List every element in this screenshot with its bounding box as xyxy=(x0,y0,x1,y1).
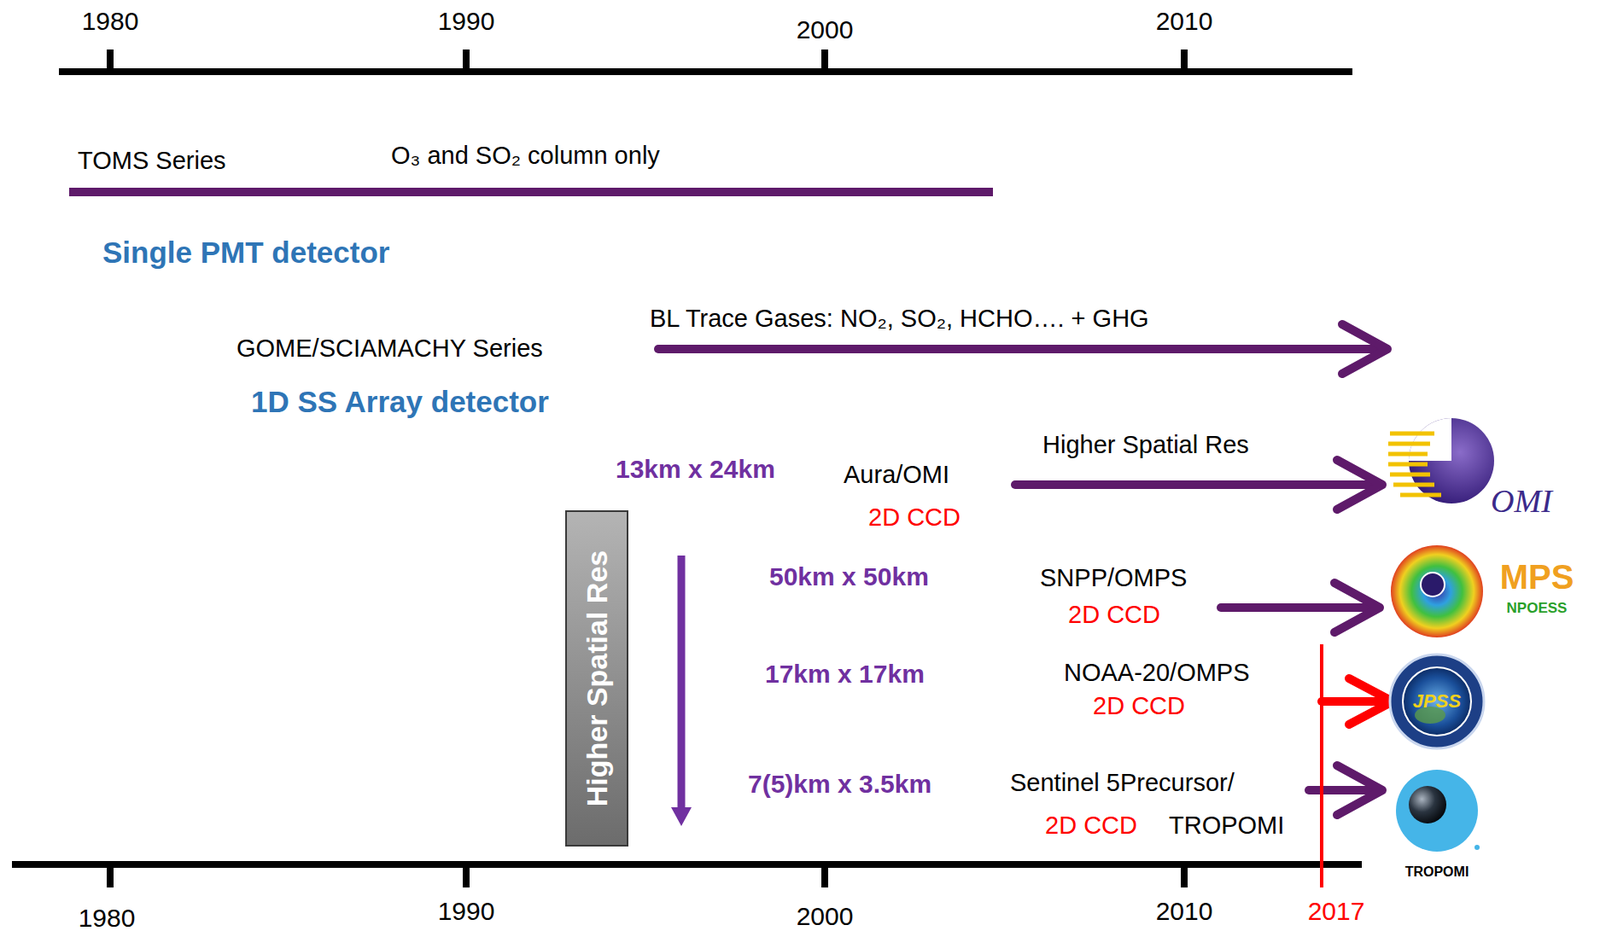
year-tick: 2017 xyxy=(1308,897,1366,926)
year-tick: 2010 xyxy=(1156,6,1214,36)
year-tick: 2000 xyxy=(796,902,854,931)
instrument-name: Aura/OMI xyxy=(843,461,950,490)
logo-text: NPOESS xyxy=(1506,601,1568,618)
capability-note: BL Trace Gases: NO₂, SO₂, HCHO…. + GHG xyxy=(649,305,1150,333)
bottom-axis xyxy=(11,864,1362,888)
year-tick: 1980 xyxy=(78,904,136,931)
instrument-name: TROPOMI xyxy=(1168,812,1285,841)
detector-type: 1D SS Array detector xyxy=(251,385,549,420)
logo-text: OMI xyxy=(1490,484,1553,520)
instrument-name: Sentinel 5Precursor/ xyxy=(1010,770,1235,798)
red-arrow xyxy=(1321,678,1393,725)
capability-note: O₃ and SO₂ column only xyxy=(391,142,660,170)
resolution-label: 17km x 17km xyxy=(764,659,925,689)
instrument-name: SNPP/OMPS xyxy=(1039,565,1187,593)
top-axis xyxy=(58,49,1353,72)
logo-text: TROPOMI xyxy=(1405,864,1470,881)
resolution-label: 7(5)km x 3.5km xyxy=(747,770,932,799)
tropomi-logo xyxy=(1395,770,1480,853)
series-name: TOMS Series xyxy=(77,147,227,176)
year-tick: 1980 xyxy=(81,6,140,36)
capability-note: Higher Spatial Res xyxy=(1042,432,1250,460)
detector-type: 2D CCD xyxy=(1068,601,1161,630)
resolution-label: 50km x 50km xyxy=(769,562,929,591)
detector-type: 2D CCD xyxy=(1092,693,1186,721)
down-arrow xyxy=(671,555,692,827)
omps-logo xyxy=(1390,545,1484,638)
series-name: GOME/SCIAMACHY Series xyxy=(236,335,544,363)
instrument-name: NOAA-20/OMPS xyxy=(1063,659,1250,688)
omi-logo xyxy=(1388,418,1495,504)
toms-bar xyxy=(69,187,993,197)
logo-text: JPSS xyxy=(1413,691,1461,713)
bar-label: Higher Spatial Res xyxy=(582,550,612,807)
year-2017-marker xyxy=(1319,644,1324,888)
resolution-bar: Higher Spatial Res xyxy=(565,510,629,847)
year-tick: 2000 xyxy=(796,15,854,44)
year-tick: 2010 xyxy=(1156,897,1214,926)
detector-type: 2D CCD xyxy=(868,504,961,532)
resolution-label: 13km x 24km xyxy=(615,455,776,484)
year-tick: 1990 xyxy=(437,897,496,926)
series-arrows xyxy=(658,324,1388,816)
logo-text: MPS xyxy=(1500,558,1575,596)
jpss-logo xyxy=(1389,654,1484,749)
year-tick: 1990 xyxy=(437,6,496,36)
detector-type: 2D CCD xyxy=(1045,812,1138,841)
detector-type: Single PMT detector xyxy=(102,236,390,270)
